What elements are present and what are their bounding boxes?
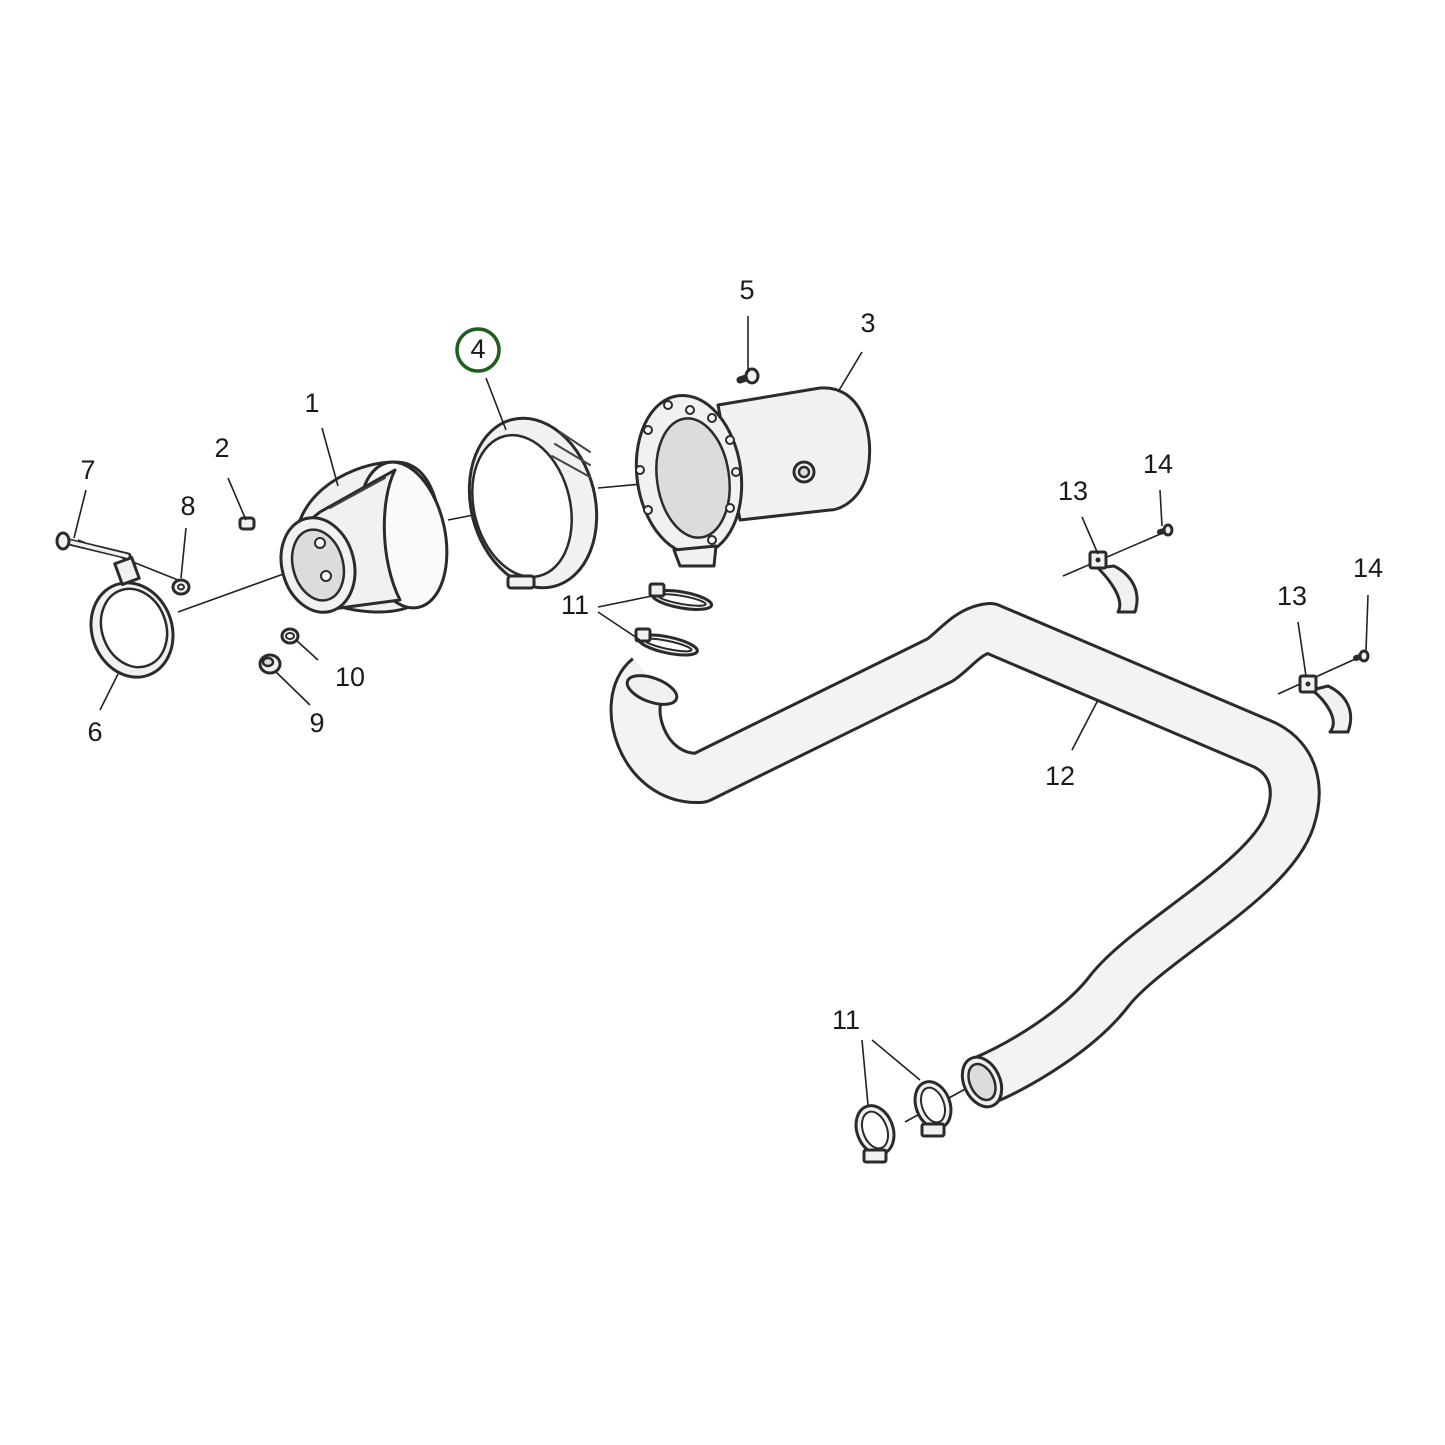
callout-9: 9 [309,708,324,738]
callout-11-upper: 11 [561,590,589,620]
part-14-bolt-b [1353,649,1370,663]
callout-13-right: 13 [1277,581,1307,611]
callout-14-right: 14 [1353,553,1383,583]
part-11-hose-clamp-lower-b [913,1080,953,1138]
part-5-bolt [736,367,760,385]
callout-2: 2 [214,433,229,463]
callout-12: 12 [1045,761,1075,791]
part-11-hose-clamp-upper-a [648,582,714,611]
part-2-plug [238,516,256,531]
callout-5: 5 [739,275,754,305]
part-12-tail-pipe [609,602,1321,1109]
part-1-outlet-cone [279,460,449,614]
part-8-nut [171,578,191,596]
callout-7: 7 [80,455,95,485]
callouts: 1 2 3 4 5 6 7 8 9 10 11 12 13 14 13 14 1… [80,275,1383,1035]
part-3-muffler-housing [634,386,872,568]
part-14-bolt-a [1157,523,1174,537]
part-11-hose-clamp-upper-b [634,627,699,657]
part-10-washer [280,627,300,645]
callout-3: 3 [860,308,875,338]
callout-6: 6 [87,717,102,747]
part-13-bracket-a [1088,550,1139,614]
alignment-lines [77,475,1363,1123]
part-7-bolt [55,531,132,560]
part-9-drain-plug [258,653,282,675]
callout-14-left: 14 [1143,449,1173,479]
callout-8: 8 [180,491,195,521]
part-6-band-clamp [89,556,175,679]
callout-4-highlight-ring [455,327,501,373]
callout-13-left: 13 [1058,476,1088,506]
part-11-hose-clamp-lower-a [854,1104,896,1164]
callout-1: 1 [304,388,319,418]
callout-11-lower: 11 [832,1005,860,1035]
callout-10: 10 [335,662,365,692]
part-4-sleeve-ring [467,416,599,590]
part-13-bracket-b [1298,674,1353,734]
leader-lines [73,316,1369,1106]
callout-4: 4 [470,334,485,364]
